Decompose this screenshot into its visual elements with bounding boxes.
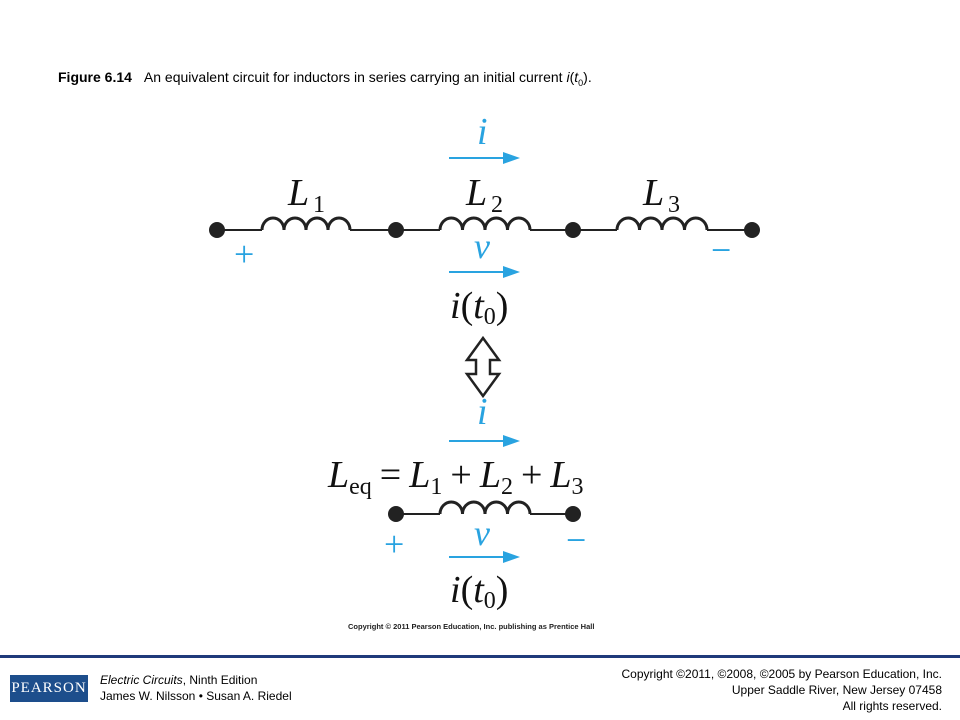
picture-copyright: Copyright © 2011 Pearson Education, Inc.… <box>348 622 595 631</box>
inductor-coil-l1-icon <box>260 216 352 231</box>
caption-close: ). <box>583 69 592 85</box>
svg-text:L: L <box>465 172 487 214</box>
bottom-plus-sign: + <box>384 524 404 564</box>
equivalent-inductance-equation: Leq=L1+L2+L3 <box>327 454 584 500</box>
top-initial-current-arrow-icon <box>449 266 520 278</box>
top-current-label: i <box>477 111 488 153</box>
circuit-diagram: i L 1 L 2 L 3 + − v <box>209 111 760 614</box>
inductor-coil-l3-icon <box>615 216 709 231</box>
inductor-coil-leq-icon <box>438 500 532 515</box>
svg-text:2: 2 <box>491 192 503 218</box>
junction-node-icon <box>388 222 404 238</box>
copyright-notice: Copyright ©2011, ©2008, ©2005 by Pearson… <box>621 666 942 714</box>
copyright-line-3: All rights reserved. <box>842 699 942 713</box>
caption-text: An equivalent circuit for inductors in s… <box>143 69 567 85</box>
svg-text:3: 3 <box>668 192 680 218</box>
svg-text:1: 1 <box>313 192 325 218</box>
top-voltage-label: v <box>474 226 490 266</box>
svg-text:L: L <box>287 172 309 214</box>
top-plus-sign: + <box>234 234 254 274</box>
terminal-node-icon <box>209 222 225 238</box>
book-info: Electric Circuits, Ninth Edition James W… <box>100 672 292 704</box>
copyright-line-2: Upper Saddle River, New Jersey 07458 <box>731 683 942 697</box>
inductor-l2-label: L 2 <box>465 172 503 218</box>
terminal-node-icon <box>744 222 760 238</box>
bottom-minus-sign: − <box>566 520 586 560</box>
top-minus-sign: − <box>711 230 731 270</box>
bottom-initial-current-arrow-icon <box>449 551 520 563</box>
caption-time-subscript: 0 <box>578 77 584 88</box>
caption-open-paren: ( <box>569 69 575 85</box>
svg-text:L: L <box>642 172 664 214</box>
caption-current-symbol: i <box>566 69 570 85</box>
inductor-coil-l2-icon <box>438 216 532 231</box>
book-edition: , Ninth Edition <box>182 673 258 687</box>
bottom-current-label: i <box>477 391 488 433</box>
bottom-initial-current-label: i(t0) <box>450 569 508 614</box>
figure-caption: Figure 6.14 An equivalent circuit for ind… <box>58 69 592 88</box>
copyright-line-1: Copyright ©2011, ©2008, ©2005 by Pearson… <box>621 667 942 681</box>
terminal-node-icon <box>388 506 404 522</box>
inductor-l1-label: L 1 <box>287 172 325 218</box>
terminal-node-icon <box>565 506 581 522</box>
double-headed-arrow-icon <box>464 335 502 399</box>
caption-time-symbol: t <box>574 69 579 85</box>
bottom-current-arrow-icon <box>449 435 520 447</box>
pearson-logo: PEARSON <box>10 675 88 702</box>
book-title: Electric Circuits <box>100 673 183 687</box>
book-authors: James W. Nilsson • Susan A. Riedel <box>100 689 292 703</box>
top-initial-current-label: i(t0) <box>450 285 508 330</box>
figure-label: Figure 6.14 <box>58 69 132 85</box>
bottom-voltage-label: v <box>474 513 490 553</box>
footer-divider <box>0 655 960 658</box>
top-current-arrow-icon <box>449 152 520 164</box>
inductor-l3-label: L 3 <box>642 172 680 218</box>
bottom-circuit: i Leq=L1+L2+L3 + − v i(t0) <box>327 391 586 614</box>
junction-node-icon <box>565 222 581 238</box>
top-circuit: i L 1 L 2 L 3 + − v <box>209 111 760 330</box>
